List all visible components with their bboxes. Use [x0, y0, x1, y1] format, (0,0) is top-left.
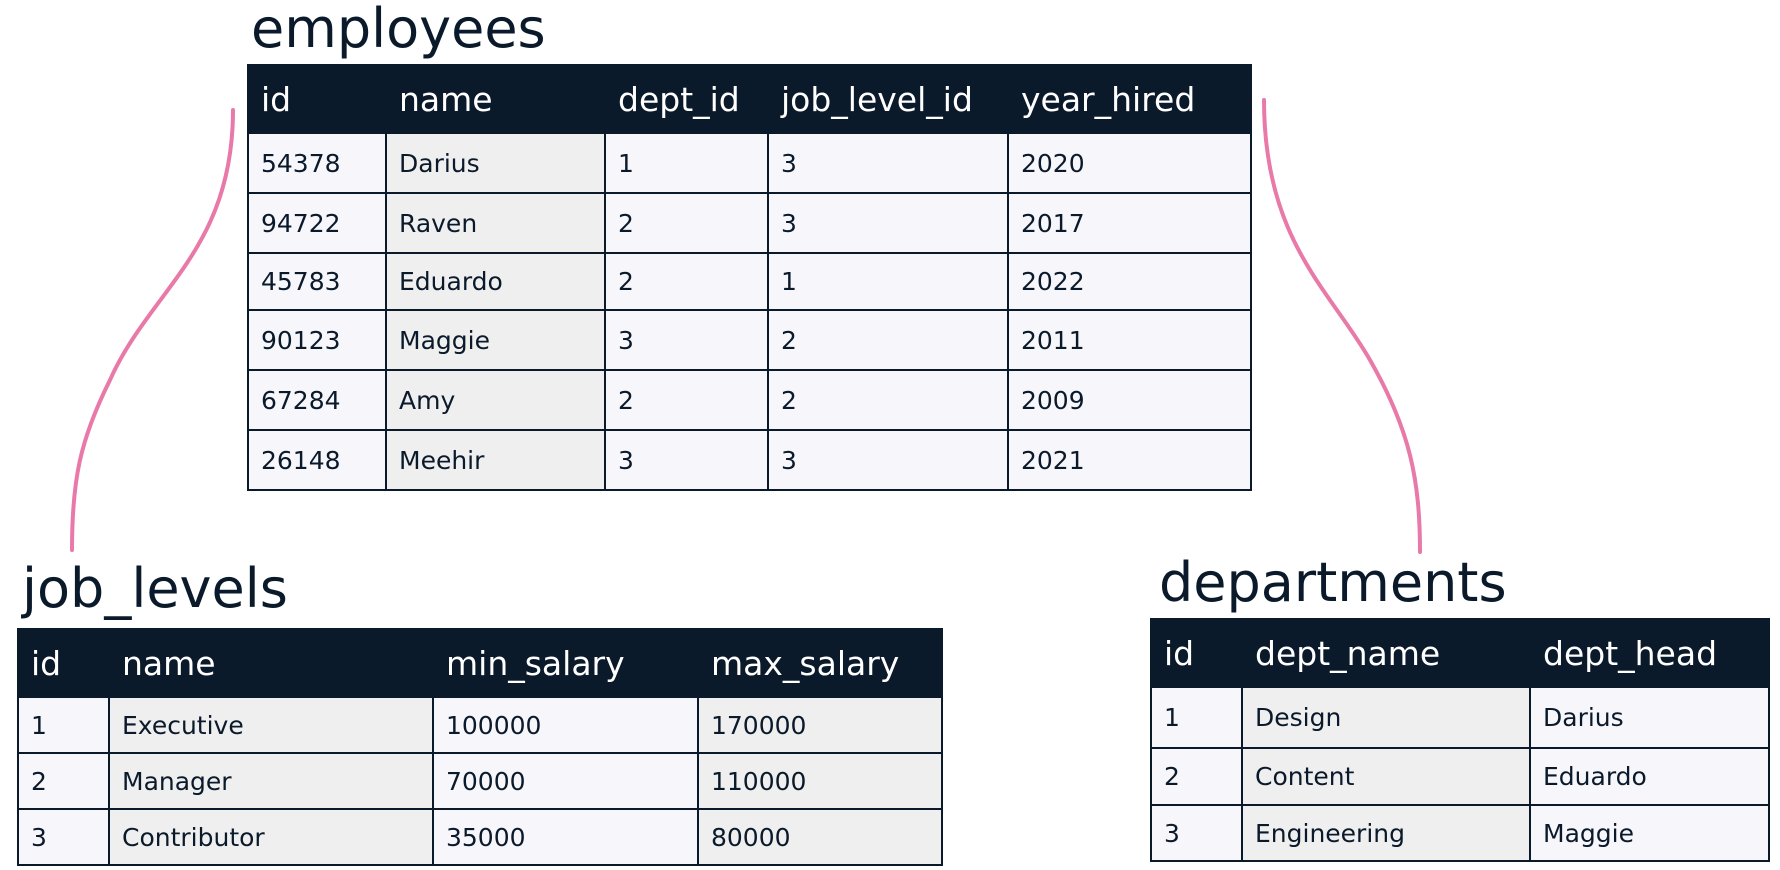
table-cell: 1	[604, 132, 769, 194]
table-cell: 1	[17, 696, 110, 754]
departments-table-title: departments	[1159, 551, 1507, 614]
table-cell: 110000	[697, 752, 943, 810]
table-row: 2 Content Eduardo	[1150, 747, 1770, 806]
table-cell: 3	[767, 192, 1009, 254]
table-row: 67284 Amy 2 2 2009	[247, 369, 1252, 431]
job-levels-table-title: job_levels	[22, 557, 288, 620]
table-cell: Raven	[385, 192, 606, 254]
table-cell: 3	[767, 429, 1009, 491]
table-cell: Darius	[1529, 686, 1770, 749]
connector-employees-to-departments	[1262, 98, 1422, 554]
table-cell: 100000	[432, 696, 699, 754]
table-cell: 80000	[697, 808, 943, 866]
employees-header-row: id name dept_id job_level_id year_hired	[247, 64, 1252, 134]
connector-employees-to-job-levels	[70, 108, 235, 552]
table-cell: 54378	[247, 132, 387, 194]
employees-header-name: name	[385, 64, 606, 134]
job-levels-table: id name min_salary max_salary 1 Executiv…	[17, 628, 943, 866]
table-cell: 2020	[1007, 132, 1252, 194]
table-cell: 26148	[247, 429, 387, 491]
table-row: 3 Engineering Maggie	[1150, 804, 1770, 862]
table-cell: 3	[767, 132, 1009, 194]
table-cell: 3	[17, 808, 110, 866]
table-row: 90123 Maggie 3 2 2011	[247, 309, 1252, 371]
table-cell: 3	[604, 429, 769, 491]
table-row: 45783 Eduardo 2 1 2022	[247, 252, 1252, 311]
employees-header-id: id	[247, 64, 387, 134]
employees-table-title: employees	[251, 0, 546, 60]
table-cell: Manager	[108, 752, 434, 810]
table-cell: Engineering	[1241, 804, 1531, 862]
departments-header-dept-name: dept_name	[1241, 618, 1531, 688]
table-row: 54378 Darius 1 3 2020	[247, 132, 1252, 194]
table-cell: 70000	[432, 752, 699, 810]
departments-header-row: id dept_name dept_head	[1150, 618, 1770, 688]
table-cell: 2011	[1007, 309, 1252, 371]
table-cell: 2017	[1007, 192, 1252, 254]
table-cell: 67284	[247, 369, 387, 431]
table-row: 1 Design Darius	[1150, 686, 1770, 749]
table-cell: 2	[767, 369, 1009, 431]
table-cell: Meehir	[385, 429, 606, 491]
table-cell: 2009	[1007, 369, 1252, 431]
job-levels-header-id: id	[17, 628, 110, 698]
table-cell: 2	[604, 252, 769, 311]
departments-header-id: id	[1150, 618, 1243, 688]
table-cell: 1	[1150, 686, 1243, 749]
employees-header-year-hired: year_hired	[1007, 64, 1252, 134]
table-cell: Amy	[385, 369, 606, 431]
table-cell: 3	[604, 309, 769, 371]
table-cell: Design	[1241, 686, 1531, 749]
table-cell: 2	[1150, 747, 1243, 806]
table-cell: 1	[767, 252, 1009, 311]
job-levels-header-max-salary: max_salary	[697, 628, 943, 698]
table-cell: 45783	[247, 252, 387, 311]
table-row: 94722 Raven 2 3 2017	[247, 192, 1252, 254]
table-row: 2 Manager 70000 110000	[17, 752, 943, 810]
table-row: 1 Executive 100000 170000	[17, 696, 943, 754]
table-cell: Contributor	[108, 808, 434, 866]
table-cell: Eduardo	[1529, 747, 1770, 806]
job-levels-header-row: id name min_salary max_salary	[17, 628, 943, 698]
departments-header-dept-head: dept_head	[1529, 618, 1770, 688]
table-cell: 2022	[1007, 252, 1252, 311]
table-cell: Executive	[108, 696, 434, 754]
job-levels-header-min-salary: min_salary	[432, 628, 699, 698]
employees-header-dept-id: dept_id	[604, 64, 769, 134]
table-cell: Maggie	[1529, 804, 1770, 862]
table-cell: 170000	[697, 696, 943, 754]
table-cell: 94722	[247, 192, 387, 254]
table-cell: Darius	[385, 132, 606, 194]
departments-table: id dept_name dept_head 1 Design Darius 2…	[1150, 618, 1770, 862]
table-cell: 3	[1150, 804, 1243, 862]
job-levels-header-name: name	[108, 628, 434, 698]
table-row: 3 Contributor 35000 80000	[17, 808, 943, 866]
table-cell: 90123	[247, 309, 387, 371]
table-cell: Content	[1241, 747, 1531, 806]
table-cell: 2	[17, 752, 110, 810]
table-cell: Eduardo	[385, 252, 606, 311]
table-cell: Maggie	[385, 309, 606, 371]
table-cell: 2021	[1007, 429, 1252, 491]
table-cell: 2	[604, 192, 769, 254]
employees-table: id name dept_id job_level_id year_hired …	[247, 64, 1252, 491]
table-cell: 35000	[432, 808, 699, 866]
table-row: 26148 Meehir 3 3 2021	[247, 429, 1252, 491]
employees-header-job-level-id: job_level_id	[767, 64, 1009, 134]
table-cell: 2	[604, 369, 769, 431]
table-cell: 2	[767, 309, 1009, 371]
